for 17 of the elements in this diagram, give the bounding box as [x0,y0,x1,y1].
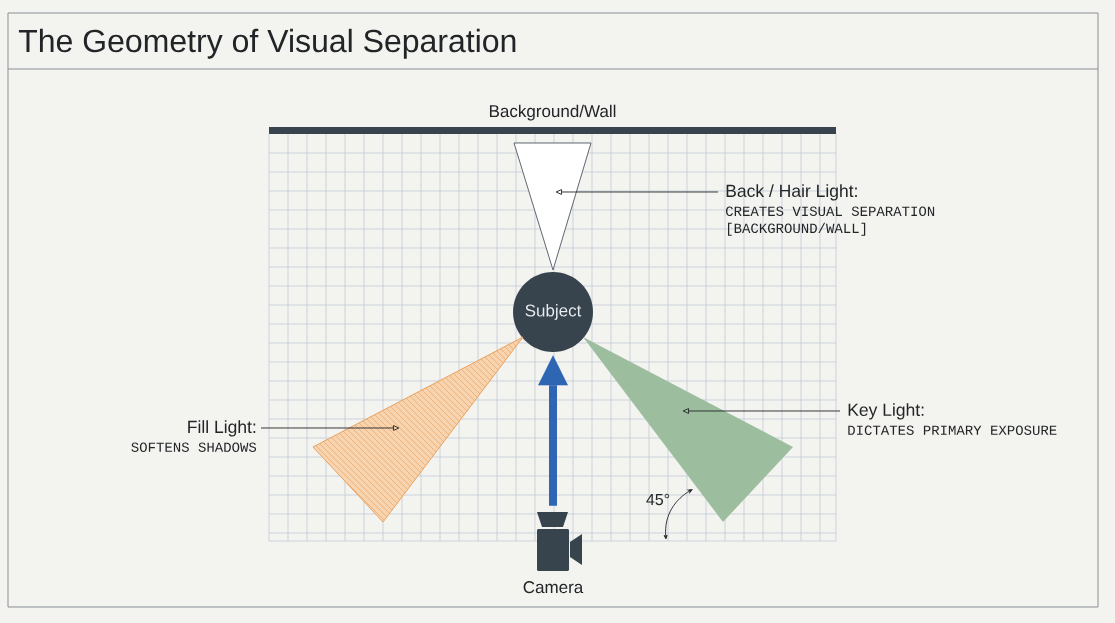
light-beam [312,336,524,523]
callout-note: DICTATES PRIMARY EXPOSURE [848,425,1057,435]
angle-label: 45° [646,493,670,506]
callout-heading: Back / Hair Light: [726,184,857,201]
leader-line [260,425,400,431]
camera-label: Camera [523,581,584,594]
leader-line [555,189,719,195]
callout-heading: Key Light: [848,403,924,420]
light-beam [583,337,793,522]
callout-note: CREATES VISUAL SEPARATION [BACKGROUND/WALL] [726,206,935,236]
light-beam [513,142,592,271]
wall-label: Background/Wall [489,104,616,121]
title: The Geometry of Visual Separation [18,28,516,59]
subject-disc: Subject [513,272,593,352]
leader-line [682,408,841,414]
callout-heading: Fill Light: [188,420,256,437]
callout-note: SOFTENS SHADOWS [131,442,257,452]
